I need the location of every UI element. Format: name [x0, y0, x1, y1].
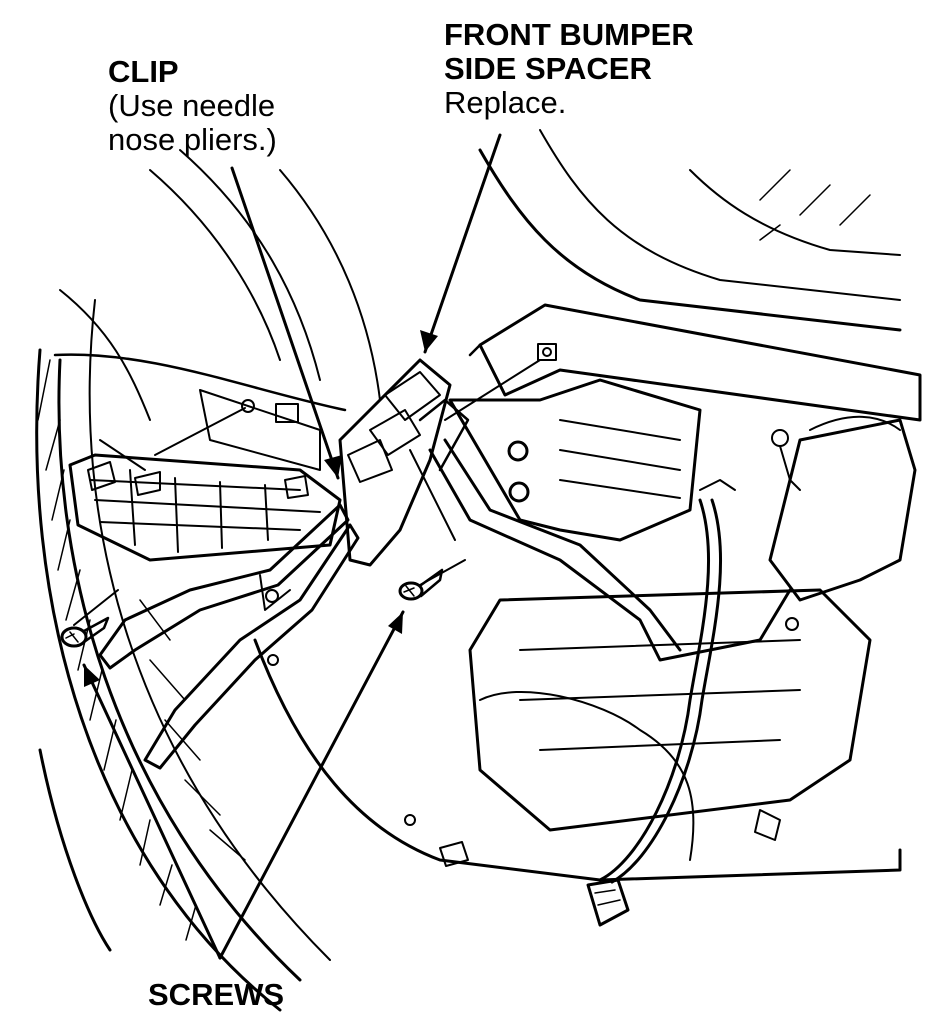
- spacer-leader-line: [423, 133, 502, 354]
- tire-illustration: [35, 299, 331, 1012]
- clip-note-line2: nose pliers.): [108, 122, 277, 157]
- spacer-title-line1: FRONT BUMPER: [444, 17, 694, 52]
- needle-nose-pliers: [98, 503, 360, 770]
- clip-leader-line: [230, 166, 340, 480]
- screws-leader-right: [218, 610, 405, 960]
- spacer-callout: FRONT BUMPER SIDE SPACER Replace.: [444, 18, 694, 120]
- splash-shield: [253, 638, 902, 882]
- fender-liner: [53, 149, 381, 471]
- vehicle-body: [428, 129, 922, 662]
- spacer-bracket: [338, 358, 470, 567]
- screws-title: SCREWS: [148, 977, 285, 1012]
- front-bumper-side-spacer: [68, 453, 342, 562]
- screw-left: [60, 616, 110, 648]
- screws-callout: SCREWS: [148, 978, 284, 1012]
- spacer-arrowhead: [420, 330, 438, 352]
- clip-title: CLIP: [108, 54, 179, 89]
- clip-callout: CLIP (Use needle nose pliers.): [108, 55, 277, 157]
- clip-arrowhead: [324, 455, 342, 478]
- screws-right-arrowhead: [388, 612, 403, 634]
- clip-note-line1: (Use needle: [108, 88, 276, 123]
- wiring-harness: [479, 429, 801, 927]
- spacer-note: Replace.: [444, 85, 567, 120]
- screws-leader-left: [82, 663, 222, 960]
- leader-lines: [73, 133, 541, 960]
- spacer-title-line2: SIDE SPACER: [444, 51, 652, 86]
- screws-left-arrowhead: [84, 665, 100, 687]
